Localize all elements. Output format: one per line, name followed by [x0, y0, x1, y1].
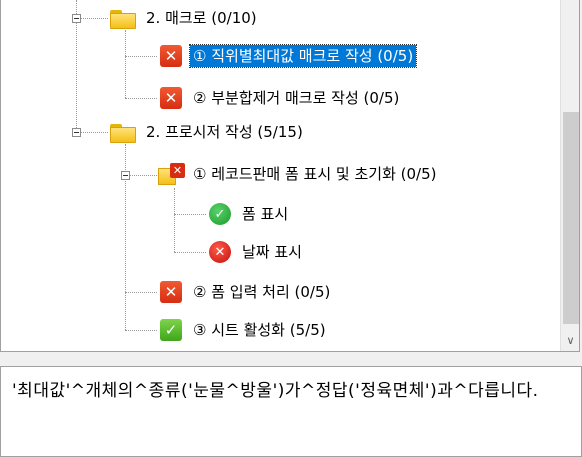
tree-node-macro-subtotal-remove[interactable]: ✕ ② 부분합제거 매크로 작성 (0/5)	[158, 86, 402, 110]
collapse-toggle[interactable]	[121, 171, 130, 180]
check-square-icon: ✓	[158, 319, 184, 341]
x-square-icon: ✕	[158, 281, 184, 303]
tree-line	[125, 98, 157, 99]
tree-line	[125, 175, 157, 176]
tree-line	[174, 188, 175, 252]
tree-node-label: 2. 매크로 (0/10)	[146, 9, 257, 27]
x-square-icon: ✕	[158, 45, 184, 67]
tree-node-form-display[interactable]: ✓ 폼 표시	[207, 202, 291, 226]
tree-node-form-input[interactable]: ✕ ② 폼 입력 처리 (0/5)	[158, 280, 333, 304]
x-square-icon: ✕	[158, 87, 184, 109]
tree-line	[125, 292, 157, 293]
tree-line	[125, 56, 157, 57]
scroll-thumb[interactable]	[563, 112, 579, 324]
tree-node-macro-max-by-position[interactable]: ✕ ① 직위별최대값 매크로 작성 (0/5)	[158, 44, 418, 68]
tree-line	[174, 214, 206, 215]
vertical-scrollbar[interactable]: ∨	[560, 0, 579, 351]
tree-line	[76, 0, 77, 132]
tree-node-label: 날짜 표시	[242, 243, 302, 261]
tree-node-label: ② 부분합제거 매크로 작성 (0/5)	[193, 89, 400, 107]
tree-node-date-display[interactable]: ✕ 날짜 표시	[207, 240, 305, 264]
tree-node-label: ① 직위별최대값 매크로 작성 (0/5)	[188, 44, 418, 68]
folder-x-icon: ✕	[158, 163, 185, 185]
tree-node-procedure-folder[interactable]: 2. 프로시저 작성 (5/15)	[109, 120, 306, 144]
tree-line	[125, 144, 126, 330]
folder-icon	[109, 121, 137, 143]
tree-node-macro-folder[interactable]: 2. 매크로 (0/10)	[109, 6, 260, 30]
tree-line	[76, 132, 108, 133]
tree-line	[125, 330, 157, 331]
tree-line	[174, 252, 206, 253]
result-message-text: '최대값'^개체의^종류('눈물^방울')가^정답('정육면체')과^다릅니다.	[12, 381, 539, 401]
check-circle-icon: ✓	[207, 203, 233, 225]
tree-line	[125, 30, 126, 98]
scroll-down-icon[interactable]: ∨	[566, 333, 575, 347]
folder-icon	[109, 7, 137, 29]
tree-line	[76, 18, 108, 19]
tree-node-label: ① 레코드판매 폼 표시 및 초기화 (0/5)	[193, 165, 437, 183]
tree-node-label: 2. 프로시저 작성 (5/15)	[146, 123, 303, 141]
tree-node-label: 폼 표시	[242, 205, 289, 223]
tree-node-label: ③ 시트 활성화 (5/5)	[193, 321, 326, 339]
result-message-box: '최대값'^개체의^종류('눈물^방울')가^정답('정육면체')과^다릅니다.	[0, 366, 582, 457]
result-tree-panel: 2. 매크로 (0/10) ✕ ① 직위별최대값 매크로 작성 (0/5) ✕ …	[0, 0, 580, 352]
tree-node-label: ② 폼 입력 처리 (0/5)	[193, 283, 331, 301]
collapse-toggle[interactable]	[72, 128, 81, 137]
tree-node-record-sales-form[interactable]: ✕ ① 레코드판매 폼 표시 및 초기화 (0/5)	[158, 162, 440, 186]
x-circle-icon: ✕	[207, 241, 233, 263]
tree-node-sheet-activate[interactable]: ✓ ③ 시트 활성화 (5/5)	[158, 318, 329, 342]
collapse-toggle[interactable]	[72, 14, 81, 23]
